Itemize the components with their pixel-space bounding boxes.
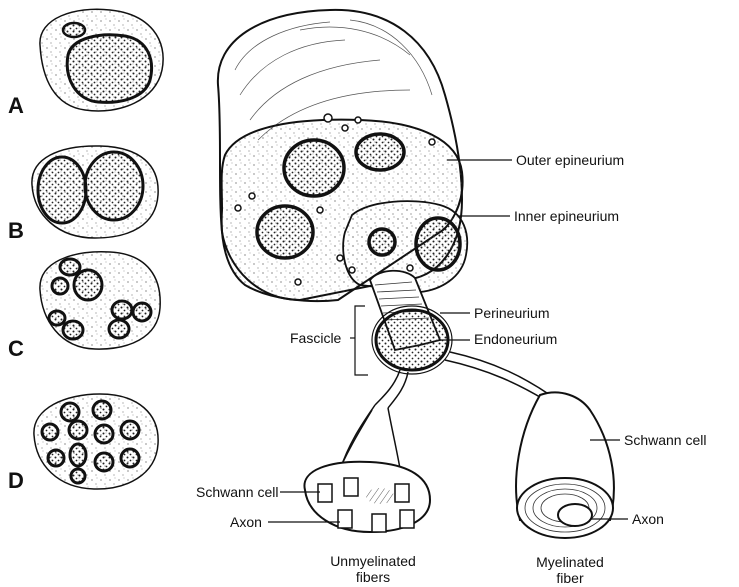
label-endoneurium: Endoneurium: [474, 331, 557, 347]
caption-myelinated-line2: fiber: [520, 570, 620, 586]
myelinated-fiber: [516, 392, 614, 538]
caption-myelinated: Myelinated fiber: [520, 554, 620, 586]
label-fascicle: Fascicle: [290, 330, 341, 346]
panel-label-d: D: [8, 470, 24, 492]
panel-b-cross-section: [32, 146, 158, 238]
label-schwann-cell-unmyelinated: Schwann cell: [196, 484, 279, 500]
label-axon-unmyelinated: Axon: [230, 514, 262, 530]
panel-d-cross-section: [34, 394, 158, 489]
panel-label-c: C: [8, 338, 24, 360]
label-axon-myelinated: Axon: [632, 511, 664, 527]
label-outer-epineurium: Outer epineurium: [516, 152, 624, 168]
panel-c-cross-section: [40, 252, 160, 349]
label-schwann-cell-myelinated: Schwann cell: [624, 432, 707, 448]
caption-unmyelinated-line1: Unmyelinated: [318, 553, 428, 569]
caption-unmyelinated-line2: fibers: [318, 569, 428, 585]
nerve-trunk: [218, 10, 467, 374]
caption-myelinated-line1: Myelinated: [520, 554, 620, 570]
caption-unmyelinated: Unmyelinated fibers: [318, 553, 428, 585]
label-perineurium: Perineurium: [474, 305, 549, 321]
label-inner-epineurium: Inner epineurium: [514, 208, 619, 224]
panel-label-b: B: [8, 220, 24, 242]
panel-label-a: A: [8, 95, 24, 117]
panel-a-cross-section: [40, 9, 163, 111]
